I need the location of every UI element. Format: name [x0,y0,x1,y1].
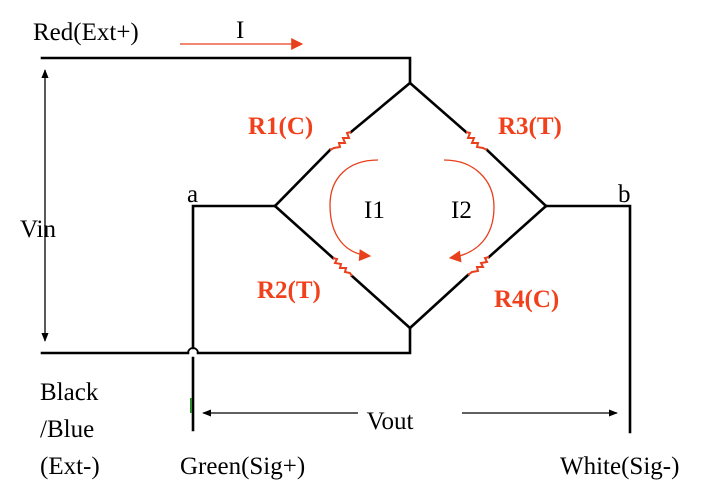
node-b-label: b [618,181,631,208]
supply-negative-label-line1: Black [40,379,99,406]
vout-label: Vout [367,408,414,435]
bridge-r4-arm [408,204,548,330]
resistor-r2 [332,257,353,277]
resistor-r1-label: R1(C) [248,113,313,140]
loop-current-i2-label: I2 [451,197,472,224]
loop-current-i1-label: I1 [364,197,385,224]
loop-current-i2-arc [443,159,495,263]
bridge-r3-arm [408,81,548,208]
supply-negative-wire-right [196,326,412,355]
bridge-r1-arm [273,81,412,208]
loop-current-i1-arc [329,159,379,262]
resistor-r2-label: R2(T) [257,277,321,304]
node-b-lead [544,204,632,434]
supply-positive-wire [40,56,412,85]
bridge-r2-arm [273,204,412,330]
resistor-r3 [465,131,488,151]
supply-positive-label: Red(Ext+) [33,19,139,46]
node-a-label: a [187,181,198,208]
signal-negative-label: White(Sig-) [560,453,679,480]
signal-positive-label: Green(Sig+) [180,453,305,480]
resistor-r1 [329,131,352,151]
resistor-r3-label: R3(T) [498,113,562,140]
resistor-r4 [467,256,490,276]
vin-label: Vin [20,216,56,243]
node-a-lead [191,204,277,432]
resistor-r4-label: R4(C) [494,286,559,313]
supply-negative-label-line2: /Blue [40,416,94,443]
current-label: I [236,17,244,44]
supply-negative-label-line3: (Ext-) [40,453,100,480]
